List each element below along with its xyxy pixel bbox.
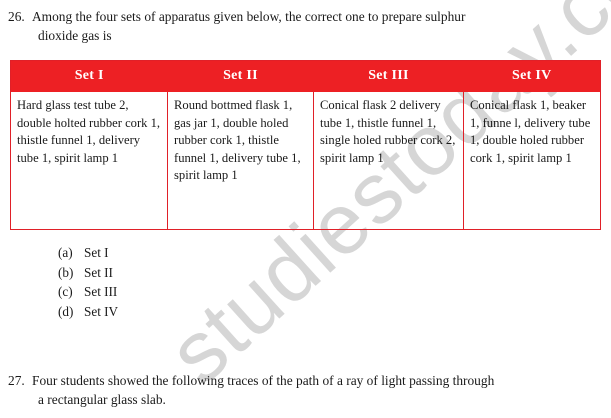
question-26-text-1: Among the four sets of apparatus given b… — [32, 9, 466, 24]
set-1-apparatus-list: Hard glass test tube 2, double holted ru… — [17, 98, 161, 165]
table-cell-set-2: Round bottmed flask 1, gas jar 1, double… — [167, 92, 314, 230]
question-26-line-2: dioxide gas is — [38, 28, 112, 43]
option-a-key: (a) — [58, 245, 73, 260]
question-27-text-1: Four students showed the following trace… — [32, 373, 495, 388]
option-b-label: Set II — [84, 264, 113, 280]
question-27: 27. Four students showed the following tr… — [8, 371, 600, 409]
question-27-number: 27. — [8, 373, 25, 388]
question-26-number: 26. — [8, 9, 25, 24]
set-4-apparatus-list: Conical flask 1, beaker 1, funne l, deli… — [470, 98, 591, 165]
option-b-key: (b) — [58, 264, 74, 280]
table-header-row: Set I Set II Set III Set IV — [10, 60, 601, 92]
option-b[interactable]: (b) Set II — [58, 263, 118, 283]
table-header-set-1: Set I — [10, 60, 168, 92]
table-row: Hard glass test tube 2, double holted ru… — [10, 92, 601, 230]
set-2-apparatus-list: Round bottmed flask 1, gas jar 1, double… — [174, 98, 301, 182]
option-a-label: Set I — [84, 245, 109, 260]
table-cell-set-1: Hard glass test tube 2, double holted ru… — [10, 92, 168, 230]
option-a[interactable]: (a) Set I — [58, 243, 118, 263]
option-d-key: (d) — [58, 303, 74, 319]
option-c-label: Set III — [84, 284, 118, 299]
question-26: 26. Among the four sets of apparatus give… — [8, 7, 600, 45]
question-26-options: (a) Set I (b) Set II (c) Set III (d) Set IV — [58, 243, 118, 321]
apparatus-table: Set I Set II Set III Set IV Hard glass t… — [10, 60, 601, 230]
question-27-line-1: 27. Four students showed the following tr… — [8, 371, 600, 390]
table-cell-set-4: Conical flask 1, beaker 1, funne l, deli… — [463, 92, 601, 230]
table-cell-set-3: Conical flask 2 delivery tube 1, thistle… — [313, 92, 464, 230]
table-header-set-3: Set III — [313, 60, 464, 92]
table-header-set-4: Set IV — [463, 60, 601, 92]
option-c-key: (c) — [58, 284, 73, 299]
set-3-apparatus-list: Conical flask 2 delivery tube 1, thistle… — [320, 98, 456, 165]
option-c[interactable]: (c) Set III — [58, 282, 118, 302]
question-27-line-2: a rectangular glass slab. — [38, 392, 166, 407]
table-header-set-2: Set II — [167, 60, 314, 92]
option-d[interactable]: (d) Set IV — [58, 302, 118, 322]
option-d-label: Set IV — [84, 303, 119, 319]
question-26-line-1: 26. Among the four sets of apparatus give… — [8, 7, 600, 26]
